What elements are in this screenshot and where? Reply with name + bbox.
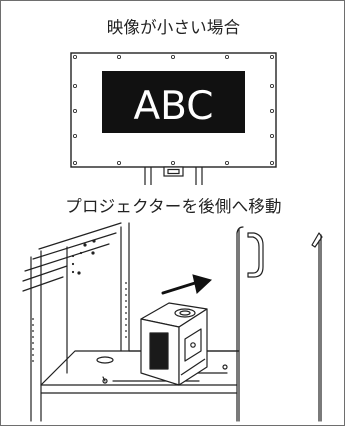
projected-text: ABC	[134, 84, 214, 129]
door-handle-icon	[247, 232, 264, 278]
cabinet-shelf-floor	[40, 350, 240, 394]
cabinet-left-side	[22, 222, 122, 422]
caption-move-projector-back: プロジェクターを後側へ移動	[65, 197, 282, 216]
projected-image	[102, 71, 245, 133]
cabinet-right-door	[236, 226, 244, 422]
arrow-right-icon	[161, 274, 212, 295]
projector	[140, 302, 208, 386]
caption-small-image: 映像が小さい場合	[106, 18, 241, 37]
screen-grommets	[73, 55, 274, 165]
cabinet-right-edge	[311, 232, 323, 422]
shelf-peg-holes	[32, 239, 127, 362]
screen-stand	[144, 166, 203, 185]
